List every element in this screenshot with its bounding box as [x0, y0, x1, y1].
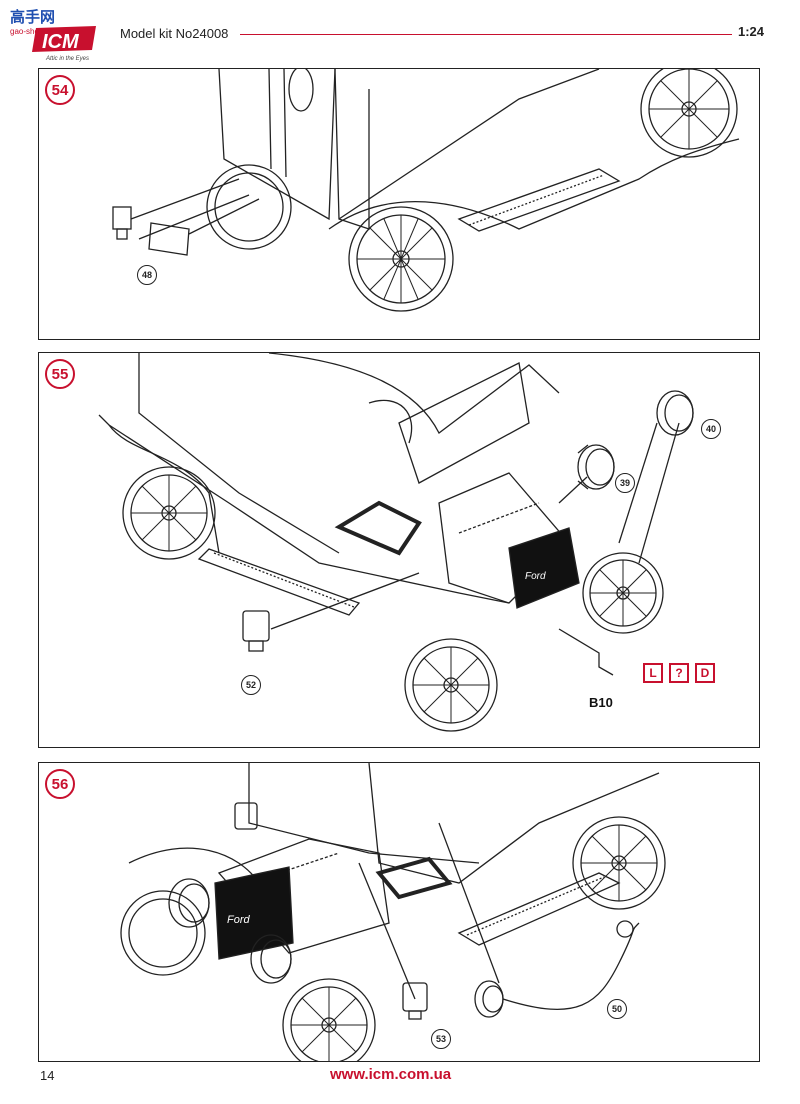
icm-logo: 高手网 gao-shou.com ICM Attic in the Eyes	[10, 8, 96, 62]
part-code-label: B10	[589, 695, 613, 710]
part-number-badge: 53	[431, 1029, 451, 1049]
color-code-box: L	[643, 663, 663, 683]
step-55-drawing: Ford	[98, 353, 694, 732]
step-54-drawing	[112, 69, 740, 312]
step-number-badge: 56	[45, 769, 75, 799]
kit-title: Model kit No24008	[120, 26, 229, 41]
svg-text:Ford: Ford	[227, 914, 251, 926]
scale-label: 1:24	[738, 24, 765, 39]
step-56-drawing: Ford	[120, 763, 666, 1061]
page-number: 14	[40, 1068, 55, 1083]
step-56-panel: Ford 56 50 53	[38, 762, 760, 1062]
part-number-badge: 52	[241, 675, 261, 695]
color-code-box: ?	[669, 663, 689, 683]
page-header: 高手网 gao-shou.com ICM Attic in the Eyes M…	[0, 0, 800, 64]
color-code-box: D	[695, 663, 715, 683]
step-number-badge: 54	[45, 75, 75, 105]
header-rule	[240, 34, 732, 35]
logo-cn-text: 高手网	[10, 8, 55, 26]
logo-slogan-text: Attic in the Eyes	[45, 56, 89, 62]
svg-text:Ford: Ford	[525, 571, 546, 582]
website-link[interactable]: www.icm.com.ua	[330, 1066, 452, 1083]
step-54-panel: 54 48	[38, 68, 760, 340]
step-number-badge: 55	[45, 359, 75, 389]
part-number-badge: 40	[701, 419, 721, 439]
part-number-badge: 48	[137, 265, 157, 285]
part-number-badge: 50	[607, 999, 627, 1019]
logo-brand-text: ICM	[42, 31, 80, 53]
part-number-badge: 39	[615, 473, 635, 493]
step-55-panel: Ford 55 40 39	[38, 352, 760, 748]
